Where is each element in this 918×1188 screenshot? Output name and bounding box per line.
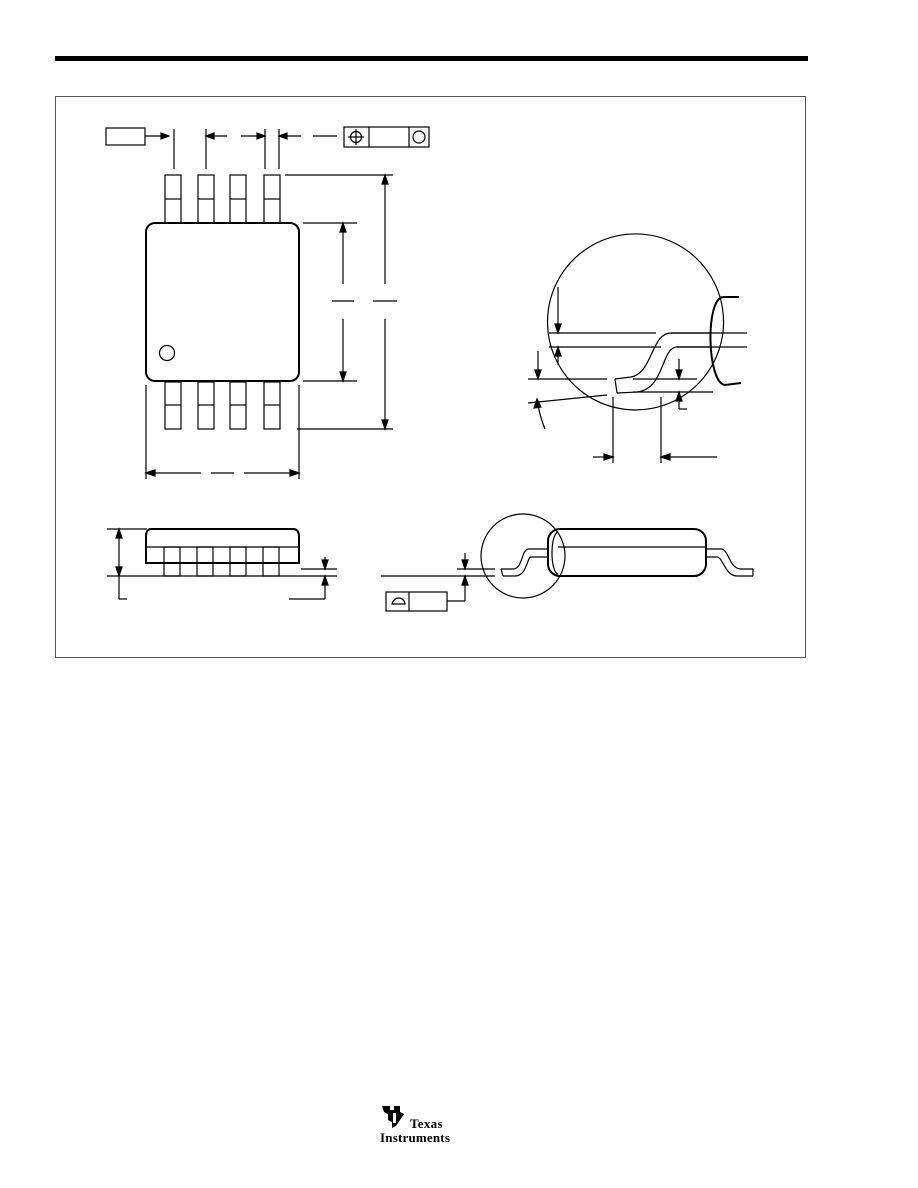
flatness-icon: [385, 591, 448, 612]
ti-logo: Texas Instruments: [380, 1104, 500, 1148]
top-view: [105, 126, 430, 479]
pin1-indicator: [158, 344, 176, 362]
top-rule: [55, 56, 808, 61]
ti-logo-icon: [382, 1106, 404, 1128]
detail-a: [527, 233, 747, 463]
package-body: [145, 222, 300, 382]
side-view: [107, 527, 337, 600]
package-drawing: [105, 126, 754, 612]
drawing-frame: [55, 96, 806, 658]
end-view: [381, 513, 754, 612]
bottom-pins: [164, 381, 281, 430]
top-pins: [164, 174, 281, 224]
reference-box: [105, 127, 146, 146]
ti-logo-text-line2: Instruments: [380, 1130, 451, 1145]
position-tolerance-icon: [343, 126, 430, 148]
ti-logo-text-line1: Texas: [410, 1116, 443, 1131]
